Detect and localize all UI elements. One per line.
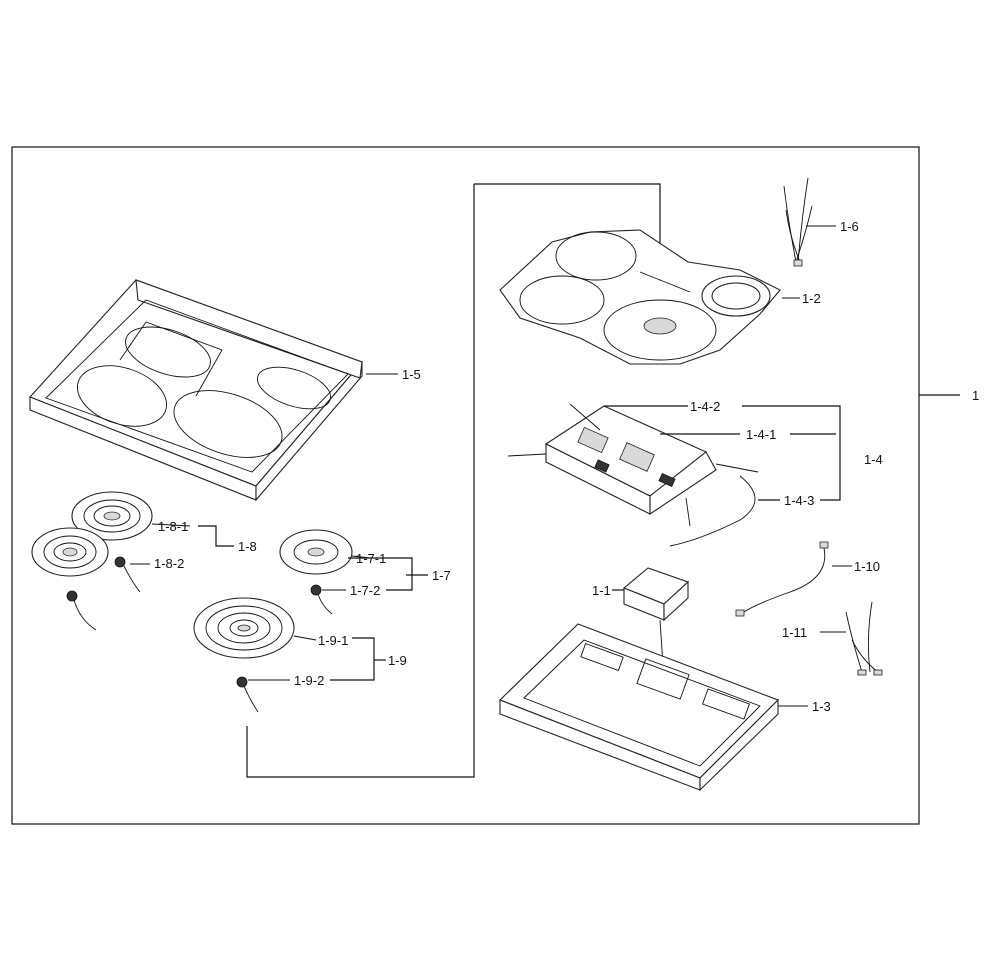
label-1-10: 1-10 [854,559,880,574]
control-board-leaders [604,405,841,501]
label-1-7-1: 1-7-1 [356,551,386,566]
burner-tray-part [499,229,800,365]
label-1-2: 1-2 [802,291,821,306]
label-1-3: 1-3 [812,699,831,714]
label-1: 1 [972,388,979,403]
label-1-8-1: 1-8-1 [158,519,188,534]
burner-coil-1-9 [193,597,317,713]
label-1-6: 1-6 [840,219,859,234]
wire-harness-1-6 [783,177,836,267]
label-1-9: 1-9 [388,653,407,668]
label-1-8-2: 1-8-2 [154,556,184,571]
diagram-frame [11,146,920,825]
burner-coil-1-7 [279,529,371,615]
relay-module-1-1 [612,567,690,681]
wire-1-10 [735,541,852,617]
wire-harness-1-11 [820,601,883,676]
burner-coil-1-8-lower [31,527,109,577]
label-1-1: 1-1 [592,583,611,598]
burner-leaders [198,525,428,681]
label-1-11: 1-11 [782,625,807,640]
label-1-4-2: 1-4-2 [690,399,720,414]
label-1-4-1: 1-4-1 [746,427,776,442]
control-board-assembly [507,403,759,547]
label-1-7-2: 1-7-2 [350,583,380,598]
part-labels: 1 1-1 1-2 1-3 1-4 1-4-1 1-4-2 1-4-3 1-5 … [154,219,979,714]
burner-coil-1-8-upper [71,491,191,541]
label-1-4: 1-4 [864,452,883,467]
label-1-4-3: 1-4-3 [784,493,814,508]
bottom-housing-part [499,623,808,792]
burner-sensor-1-8-2 [66,556,150,631]
label-1-7: 1-7 [432,568,451,583]
label-1-5: 1-5 [402,367,421,382]
label-1-8: 1-8 [238,539,257,554]
label-1-9-2: 1-9-2 [294,673,324,688]
label-1-9-1: 1-9-1 [318,633,348,648]
cooktop-glass-part [29,279,398,502]
